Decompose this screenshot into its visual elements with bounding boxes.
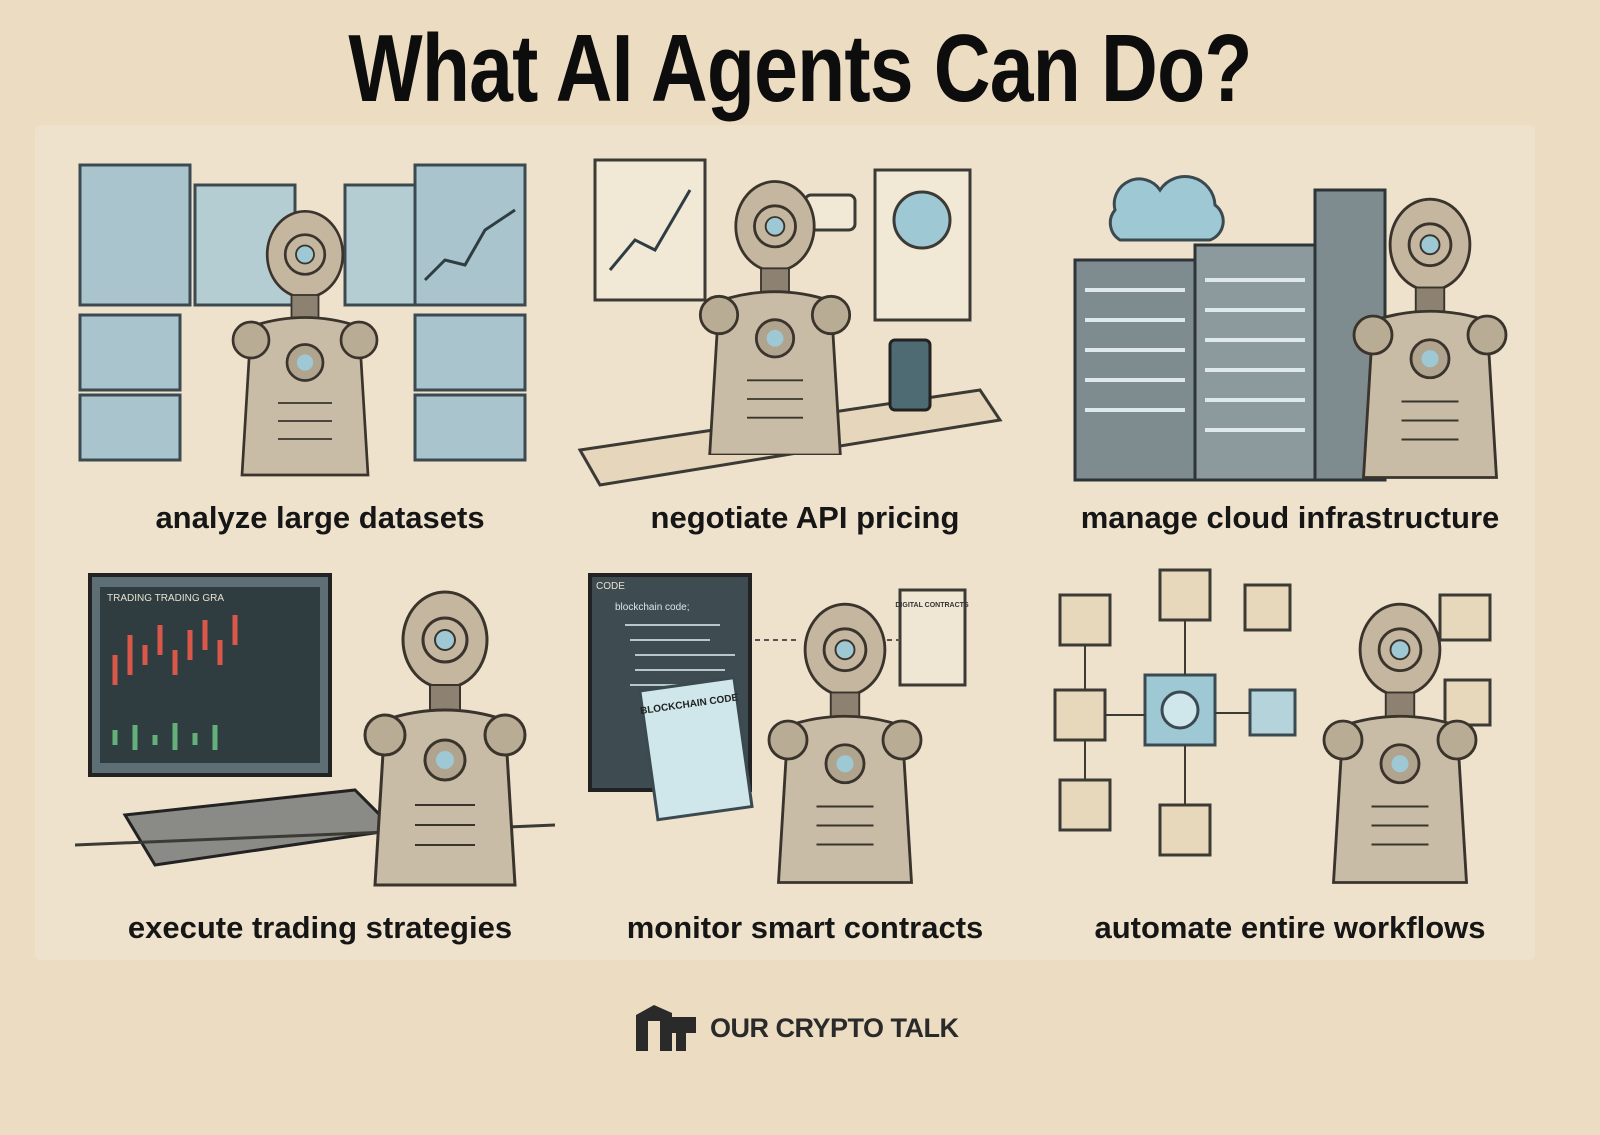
code-line: blockchain code; [615, 602, 690, 613]
robot-data-screens-illustration [78, 163, 527, 477]
our-crypto-talk-logo-icon [636, 1005, 696, 1051]
brand-name: OUR CRYPTO TALK [710, 1012, 959, 1043]
panel-caption: execute trading strategies [127, 910, 513, 945]
panel-caption: monitor smart contracts [626, 910, 984, 945]
panel-caption: negotiate API pricing [650, 500, 960, 535]
panel-caption: automate entire workflows [1094, 910, 1486, 945]
robot-server-racks-illustration [1073, 175, 1508, 482]
robot-code-monitor-illustration: CODE blockchain code; BLOCKCHAIN CODE DI… [588, 573, 969, 885]
panel-caption: analyze large datasets [155, 500, 485, 535]
document-label: DIGITAL CONTRACTS [895, 602, 969, 609]
trading-screen-label: TRADING TRADING GRA [107, 593, 224, 604]
robot-negotiation-desk-illustration [577, 158, 1003, 487]
panel-caption: manage cloud infrastructure [1080, 500, 1500, 535]
brand-logo: OUR CRYPTO TALK [632, 1003, 959, 1053]
code-window-label: CODE [596, 581, 625, 592]
panels-board: analyze large datasets negotiate API pri… [35, 125, 1535, 960]
page-title: What AI Agents Can Do? [348, 15, 1252, 122]
robot-trading-terminal-illustration: TRADING TRADING GRA [75, 573, 556, 887]
robot-workflow-diagram-illustration [1053, 568, 1492, 885]
